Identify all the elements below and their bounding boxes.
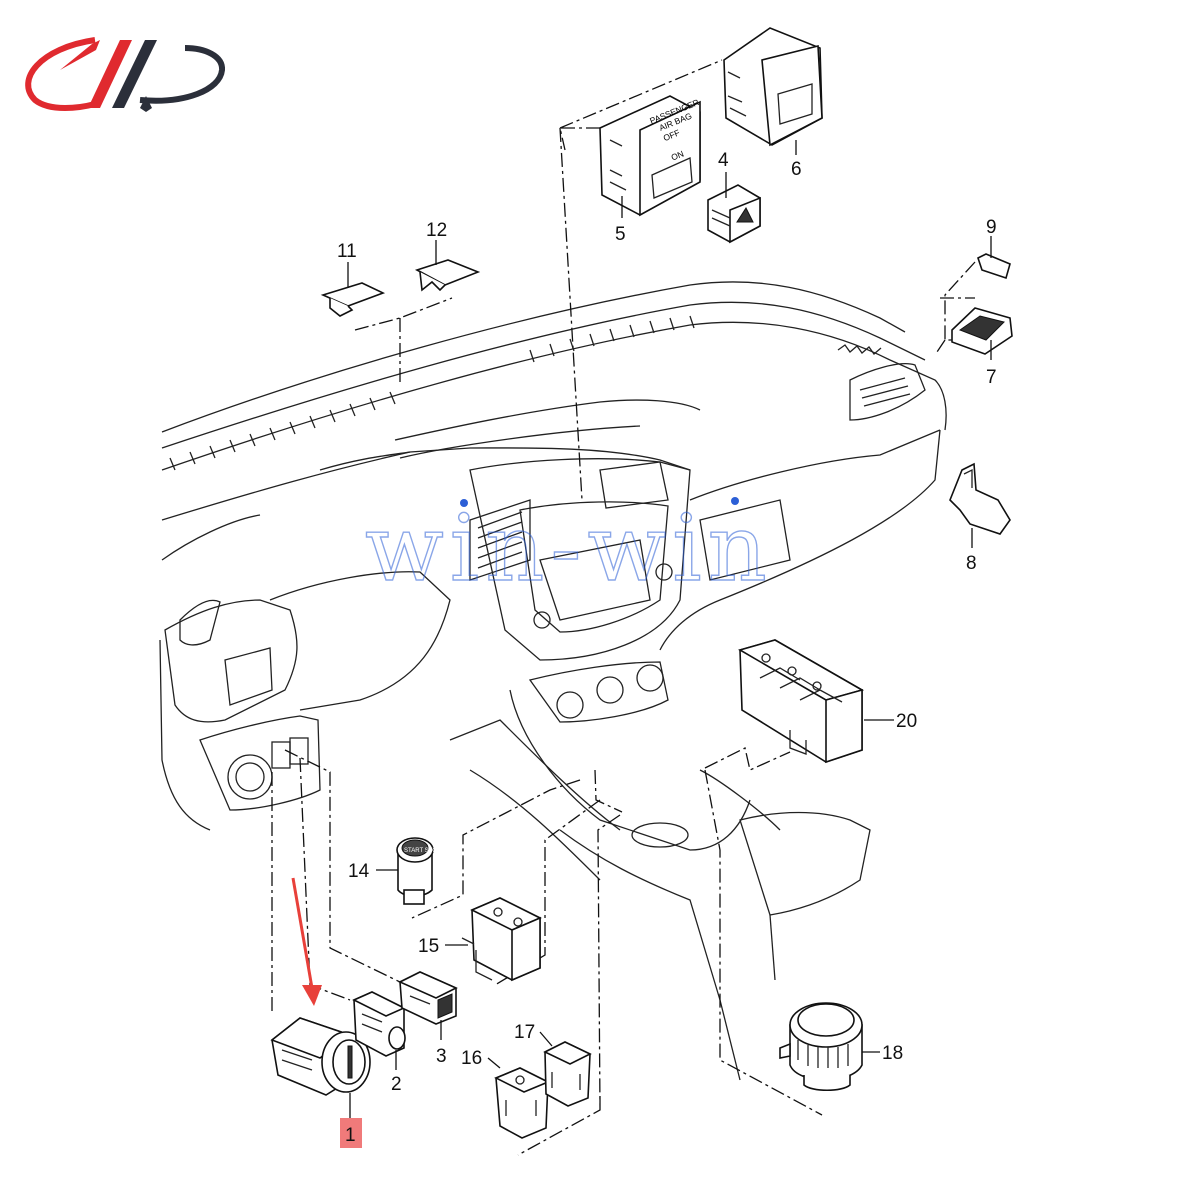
part-4-hazard-switch[interactable] <box>707 184 761 244</box>
label-part-15: 15 <box>418 936 439 957</box>
start-stop-text: START STOP <box>404 848 441 854</box>
label-part-14: 14 <box>348 861 370 882</box>
dashboard-outline <box>159 281 947 1081</box>
label-part-7: 7 <box>986 367 997 388</box>
label-part-1: 1 <box>345 1125 356 1146</box>
part-2-dimmer-switch[interactable] <box>352 991 406 1057</box>
part-18-rotary-switch[interactable] <box>779 1002 863 1092</box>
label-part-18: 18 <box>882 1043 903 1064</box>
part-14-start-stop-button[interactable]: START STOP <box>396 837 441 905</box>
part-20-switch-bank[interactable] <box>737 639 865 764</box>
label-part-4: 4 <box>718 150 729 171</box>
part-7-usb-socket[interactable] <box>951 307 1013 355</box>
label-part-20: 20 <box>896 711 917 732</box>
label-part-2: 2 <box>391 1074 402 1095</box>
watermark-text: win-win <box>365 495 773 602</box>
label-part-8: 8 <box>966 553 977 574</box>
watermark-dot-left <box>460 499 468 507</box>
airbag-label-on: ON <box>670 148 686 162</box>
part-9-small-cover[interactable] <box>977 253 1011 280</box>
part-8-sensor[interactable] <box>949 462 1011 535</box>
red-arrow-icon <box>291 877 322 1006</box>
label-part-16: 16 <box>461 1048 482 1069</box>
brand-logo-icon <box>25 37 225 112</box>
part-17-switch[interactable] <box>543 1041 592 1107</box>
part-3-switch-module[interactable] <box>398 971 458 1025</box>
part-15-parking-switch[interactable] <box>461 897 542 982</box>
part-number-labels: 1 2 3 4 5 6 7 8 9 11 12 14 15 16 17 18 2… <box>337 150 997 1148</box>
leader-lines <box>271 59 976 1156</box>
highlight-box-part-1 <box>340 1118 362 1148</box>
label-part-5: 5 <box>615 224 626 245</box>
part-12-cover-cap[interactable] <box>414 259 481 292</box>
part-11-cover-cap[interactable] <box>320 282 386 317</box>
part-5-airbag-panel[interactable]: PASSENGER AIR BAG OFF ON <box>599 95 716 217</box>
label-part-6: 6 <box>791 159 802 180</box>
part-16-switch[interactable] <box>494 1067 550 1139</box>
label-part-3: 3 <box>436 1046 447 1067</box>
label-part-17: 17 <box>514 1022 535 1043</box>
part-1-headlight-switch[interactable] <box>270 1017 371 1096</box>
label-part-12: 12 <box>426 220 447 241</box>
label-part-9: 9 <box>986 217 997 238</box>
part-6-blank-cover[interactable] <box>723 27 823 147</box>
watermark-dot-right <box>731 497 739 505</box>
label-leaders <box>347 140 992 1118</box>
label-part-11: 11 <box>337 241 357 262</box>
